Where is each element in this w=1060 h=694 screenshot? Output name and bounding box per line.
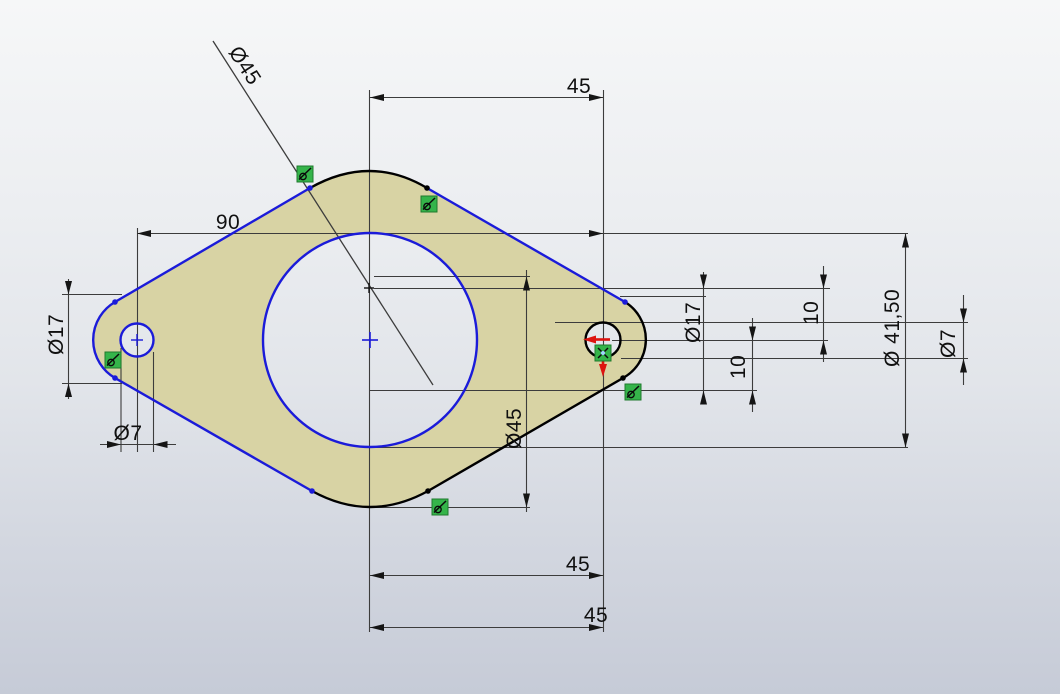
- dim-text-leader-diameter[interactable]: Ø45: [224, 42, 266, 89]
- dim-text-90[interactable]: 90: [216, 211, 240, 234]
- arrowhead: [820, 340, 827, 355]
- dim-text-right-hole[interactable]: Ø7: [937, 329, 960, 358]
- constraint-icons-layer: [104, 165, 642, 516]
- arrowhead: [370, 94, 384, 101]
- dim-text-10-inner[interactable]: 10: [727, 355, 750, 379]
- arrowhead: [370, 624, 384, 631]
- arrowheads-layer: [65, 94, 967, 631]
- tangent-point: [622, 299, 628, 305]
- tangent-point: [307, 185, 313, 191]
- arrowhead: [65, 281, 72, 295]
- arrowhead: [589, 94, 603, 101]
- tangent-constraint-icon[interactable]: [104, 351, 122, 369]
- arrowhead: [523, 493, 530, 508]
- arrowhead: [589, 624, 603, 631]
- arrowhead: [749, 390, 756, 405]
- tangent-constraint-icon[interactable]: [420, 195, 438, 213]
- edge-right-arc[interactable]: [622, 300, 648, 380]
- dim-text-left-hole[interactable]: Ø7: [113, 422, 142, 445]
- tangent-constraint-icon[interactable]: [431, 498, 449, 516]
- edge-bottom-arc[interactable]: [311, 489, 429, 509]
- dim-text-top-45[interactable]: 45: [567, 75, 591, 98]
- leader-line-d45[interactable]: [212, 40, 434, 386]
- edge-top-right[interactable]: [426, 186, 626, 304]
- sketch-region-fill[interactable]: [93, 171, 647, 507]
- arrowhead: [700, 274, 707, 289]
- dim-text-bottom-45b[interactable]: 45: [584, 604, 608, 627]
- arrowhead: [65, 383, 72, 397]
- left-hole-center-cross[interactable]: [131, 334, 143, 346]
- edge-bottom-right[interactable]: [427, 376, 624, 493]
- tangent-point: [424, 185, 430, 191]
- dim-text-bore-diameter[interactable]: Ø 41,50: [881, 289, 904, 367]
- dim-text-right-boss[interactable]: Ø17: [682, 302, 705, 343]
- tangent-constraint-icon[interactable]: [296, 165, 314, 183]
- origin-y-arrowhead-icon: [599, 364, 607, 377]
- tangent-constraint-icon[interactable]: [624, 383, 642, 401]
- arrowhead: [902, 433, 909, 448]
- tangent-point: [112, 375, 118, 381]
- left-hole-circle[interactable]: [119, 322, 155, 358]
- tangent-point: [112, 299, 118, 305]
- construction-midpoint-cross[interactable]: [364, 283, 374, 293]
- edge-top-arc[interactable]: [309, 169, 428, 190]
- sketch-profile: [92, 169, 648, 509]
- dim-text-bottom-45a[interactable]: 45: [566, 553, 590, 576]
- arrowhead: [107, 441, 121, 448]
- dim-text-center-bore-45[interactable]: Ø45: [503, 408, 526, 449]
- edge-bottom-left[interactable]: [114, 376, 313, 493]
- arrowhead: [700, 390, 707, 405]
- dim-text-left-boss[interactable]: Ø17: [45, 314, 68, 355]
- tangent-point: [309, 488, 315, 494]
- coincident-constraint-icon[interactable]: [594, 344, 612, 362]
- center-point-cross[interactable]: [362, 332, 378, 348]
- edge-left-arc[interactable]: [92, 300, 116, 380]
- arrowhead: [589, 572, 603, 579]
- edge-top-left[interactable]: [114, 186, 311, 304]
- arrowhead: [960, 308, 967, 323]
- arrowhead: [902, 233, 909, 248]
- dim-text-10-outer[interactable]: 10: [800, 301, 823, 325]
- sketch-points: [112, 185, 628, 494]
- arrowhead: [370, 572, 384, 579]
- origin-x-arrowhead-icon: [583, 335, 596, 344]
- arrowhead: [960, 358, 967, 373]
- arrowhead: [749, 326, 756, 341]
- arrowhead: [153, 441, 168, 448]
- arrowhead: [820, 274, 827, 289]
- tangent-point: [425, 488, 431, 494]
- center-bore-circle[interactable]: [261, 231, 479, 449]
- tangent-point: [620, 375, 626, 381]
- arrowhead: [589, 230, 603, 237]
- arrowhead: [137, 230, 151, 237]
- arrowhead: [523, 276, 530, 291]
